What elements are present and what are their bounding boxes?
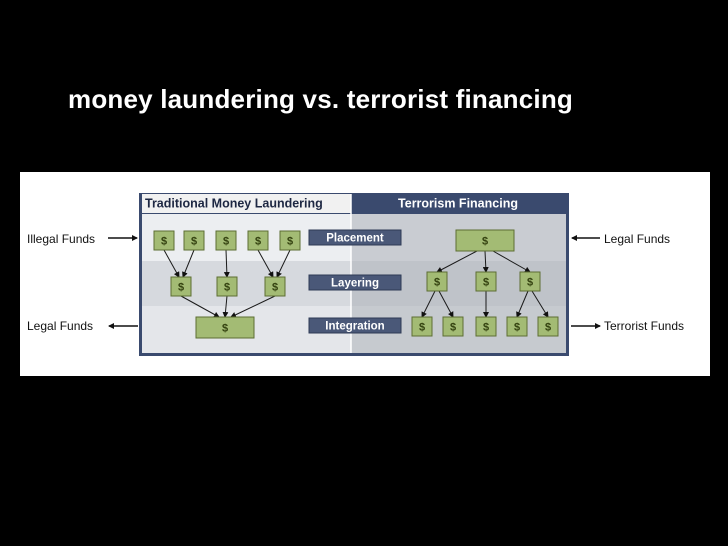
flow-left-l3-i bbox=[230, 295, 276, 318]
header-right-label: Terrorism Financing bbox=[398, 197, 518, 211]
money-box-placement-left-2: $ bbox=[183, 230, 205, 251]
money-box-placement-left-2-symbol: $ bbox=[191, 236, 197, 248]
money-box-layering-right-2-symbol: $ bbox=[483, 277, 489, 289]
label-legal-funds-in: Legal Funds bbox=[604, 232, 670, 246]
money-box-integration-right-5: $ bbox=[537, 316, 559, 337]
money-box-integration-right-3: $ bbox=[475, 316, 497, 337]
flow-right-l1-i1 bbox=[421, 290, 436, 318]
money-box-placement-left-3: $ bbox=[215, 230, 237, 251]
money-box-integration-right-4-symbol: $ bbox=[514, 322, 520, 334]
flow-left-p2-l1 bbox=[182, 249, 195, 278]
flow-left-l2-i bbox=[222, 295, 229, 318]
money-box-placement-left-3-symbol: $ bbox=[223, 236, 229, 248]
flow-left-p3-l2 bbox=[223, 249, 230, 278]
money-box-integration-right-4: $ bbox=[506, 316, 528, 337]
header-right-bg bbox=[351, 194, 566, 213]
money-box-layering-right-3: $ bbox=[519, 271, 541, 292]
flow-left-p5-l3 bbox=[276, 249, 291, 278]
header-left-label: Traditional Money Laundering bbox=[145, 197, 323, 211]
money-box-layering-right-1-symbol: $ bbox=[434, 277, 440, 289]
money-box-placement-right-symbol: $ bbox=[482, 236, 488, 248]
stage-integration: Integration bbox=[308, 317, 402, 334]
flow-lines bbox=[163, 249, 549, 318]
money-box-layering-left-2: $ bbox=[216, 276, 238, 297]
money-box-layering-left-3-symbol: $ bbox=[272, 282, 278, 294]
money-box-integration-right-3-symbol: $ bbox=[483, 322, 489, 334]
money-box-layering-left-3: $ bbox=[264, 276, 286, 297]
money-boxes: $ $ $ $ $ $ $ $ $ $ $ $ $ $ $ $ $ $ bbox=[153, 229, 559, 339]
money-box-integration-right-1: $ bbox=[411, 316, 433, 337]
money-box-placement-left-5-symbol: $ bbox=[287, 236, 293, 248]
flow-left-l1-i bbox=[180, 295, 220, 318]
stage-integration-label: Integration bbox=[325, 321, 384, 333]
flow-right-p-l2 bbox=[482, 250, 489, 273]
flow-left-p1-l1 bbox=[163, 249, 180, 278]
money-box-layering-right-1: $ bbox=[426, 271, 448, 292]
money-box-placement-left-1-symbol: $ bbox=[161, 236, 167, 248]
flow-right-p-l1 bbox=[436, 250, 478, 273]
money-box-integration-right-2: $ bbox=[442, 316, 464, 337]
stage-layering-label: Layering bbox=[331, 278, 379, 290]
label-legal-funds-out: Legal Funds bbox=[27, 319, 93, 333]
label-illegal-funds: Illegal Funds bbox=[27, 232, 95, 246]
stage-placement-label: Placement bbox=[326, 233, 384, 245]
header-left-bg bbox=[142, 194, 351, 213]
money-box-placement-right: $ bbox=[455, 229, 515, 252]
money-box-integration-right-1-symbol: $ bbox=[419, 322, 425, 334]
money-box-integration-left: $ bbox=[195, 316, 255, 339]
money-box-layering-right-2: $ bbox=[475, 271, 497, 292]
money-box-layering-left-2-symbol: $ bbox=[224, 282, 230, 294]
money-box-layering-right-3-symbol: $ bbox=[527, 277, 533, 289]
laundering-vs-financing-diagram: Traditional Money Laundering Terrorism F… bbox=[27, 193, 684, 356]
flow-right-p-l3 bbox=[492, 250, 531, 273]
flow-left-p4-l3 bbox=[257, 249, 274, 278]
money-box-placement-left-4-symbol: $ bbox=[255, 236, 261, 248]
slide-title: money laundering vs. terrorist financing bbox=[68, 84, 573, 114]
flow-right-l1-i2 bbox=[438, 290, 454, 318]
diagram-panel: Traditional Money Laundering Terrorism F… bbox=[20, 172, 710, 376]
label-terrorist-funds: Terrorist Funds bbox=[604, 319, 684, 333]
money-box-integration-right-2-symbol: $ bbox=[450, 322, 456, 334]
stage-placement: Placement bbox=[308, 229, 402, 246]
money-box-placement-left-4: $ bbox=[247, 230, 269, 251]
flow-right-l3-i5 bbox=[531, 290, 549, 318]
flow-right-l3-i4 bbox=[516, 290, 529, 318]
money-box-layering-left-1: $ bbox=[170, 276, 192, 297]
money-box-placement-left-5: $ bbox=[279, 230, 301, 251]
stage-layering: Layering bbox=[308, 274, 402, 291]
money-box-layering-left-1-symbol: $ bbox=[178, 282, 184, 294]
money-box-integration-right-5-symbol: $ bbox=[545, 322, 551, 334]
money-box-placement-left-1: $ bbox=[153, 230, 175, 251]
money-box-integration-left-symbol: $ bbox=[222, 323, 228, 335]
